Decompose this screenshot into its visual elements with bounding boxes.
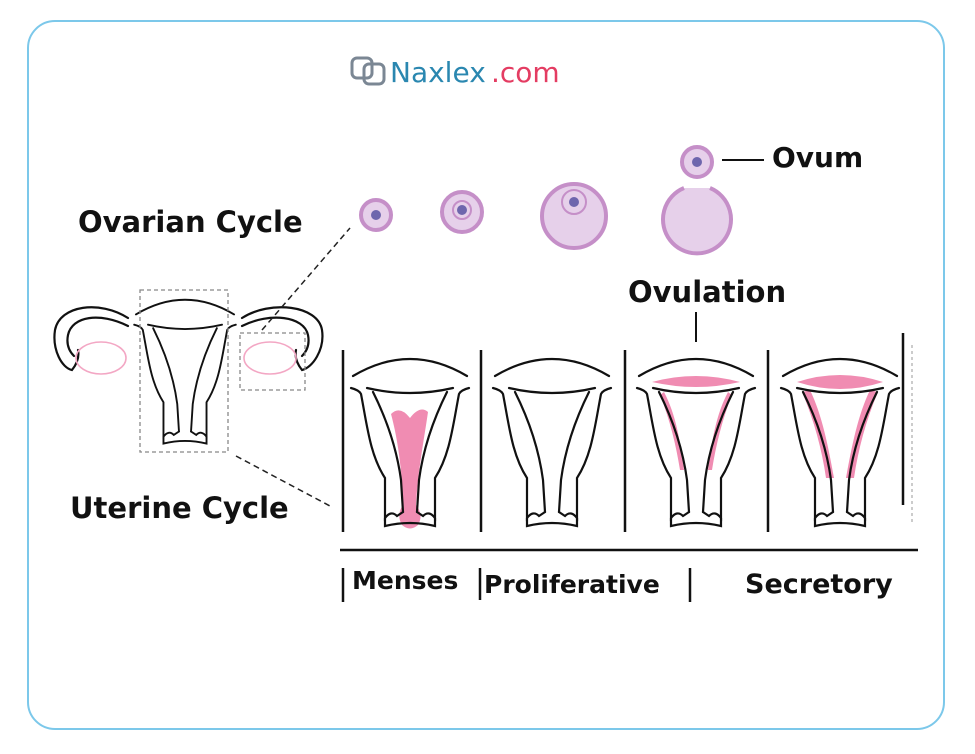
ovary-connector [261, 227, 351, 331]
phase-secretory: Secretory [745, 569, 893, 600]
logo-brand: Naxlex [390, 56, 486, 89]
diagram-frame [27, 20, 945, 730]
ovarian-cycle-label: Ovarian Cycle [78, 205, 303, 239]
uterus-highlight-box [139, 289, 229, 453]
uterus-menses [351, 359, 469, 529]
phase-proliferative: Proliferative [484, 570, 660, 599]
uterus-connector [235, 455, 331, 507]
left-ovary [75, 341, 127, 375]
phase-menses: Menses [352, 566, 458, 595]
ovary-highlight-box [239, 332, 306, 391]
phase-separators [341, 333, 905, 532]
naxlex-logo: Naxlex .com [350, 56, 560, 89]
ovum-label: Ovum [772, 141, 863, 174]
ovulation-label: Ovulation [628, 275, 786, 309]
logo-tld: .com [491, 56, 560, 89]
ovum [680, 145, 714, 179]
reproductive-system [53, 298, 324, 445]
uterus-proliferative [493, 359, 611, 526]
secondary-follicle [440, 190, 484, 234]
ruptured-follicle [661, 186, 733, 256]
uterus-ovulation [637, 359, 755, 526]
right-ovary [243, 341, 297, 375]
logo-icon [350, 56, 386, 86]
primary-follicle [359, 198, 393, 232]
uterus-secretory [781, 359, 899, 526]
uterine-cycle-label: Uterine Cycle [70, 491, 289, 525]
mature-follicle [540, 182, 608, 250]
timeline-ticks [341, 568, 692, 602]
